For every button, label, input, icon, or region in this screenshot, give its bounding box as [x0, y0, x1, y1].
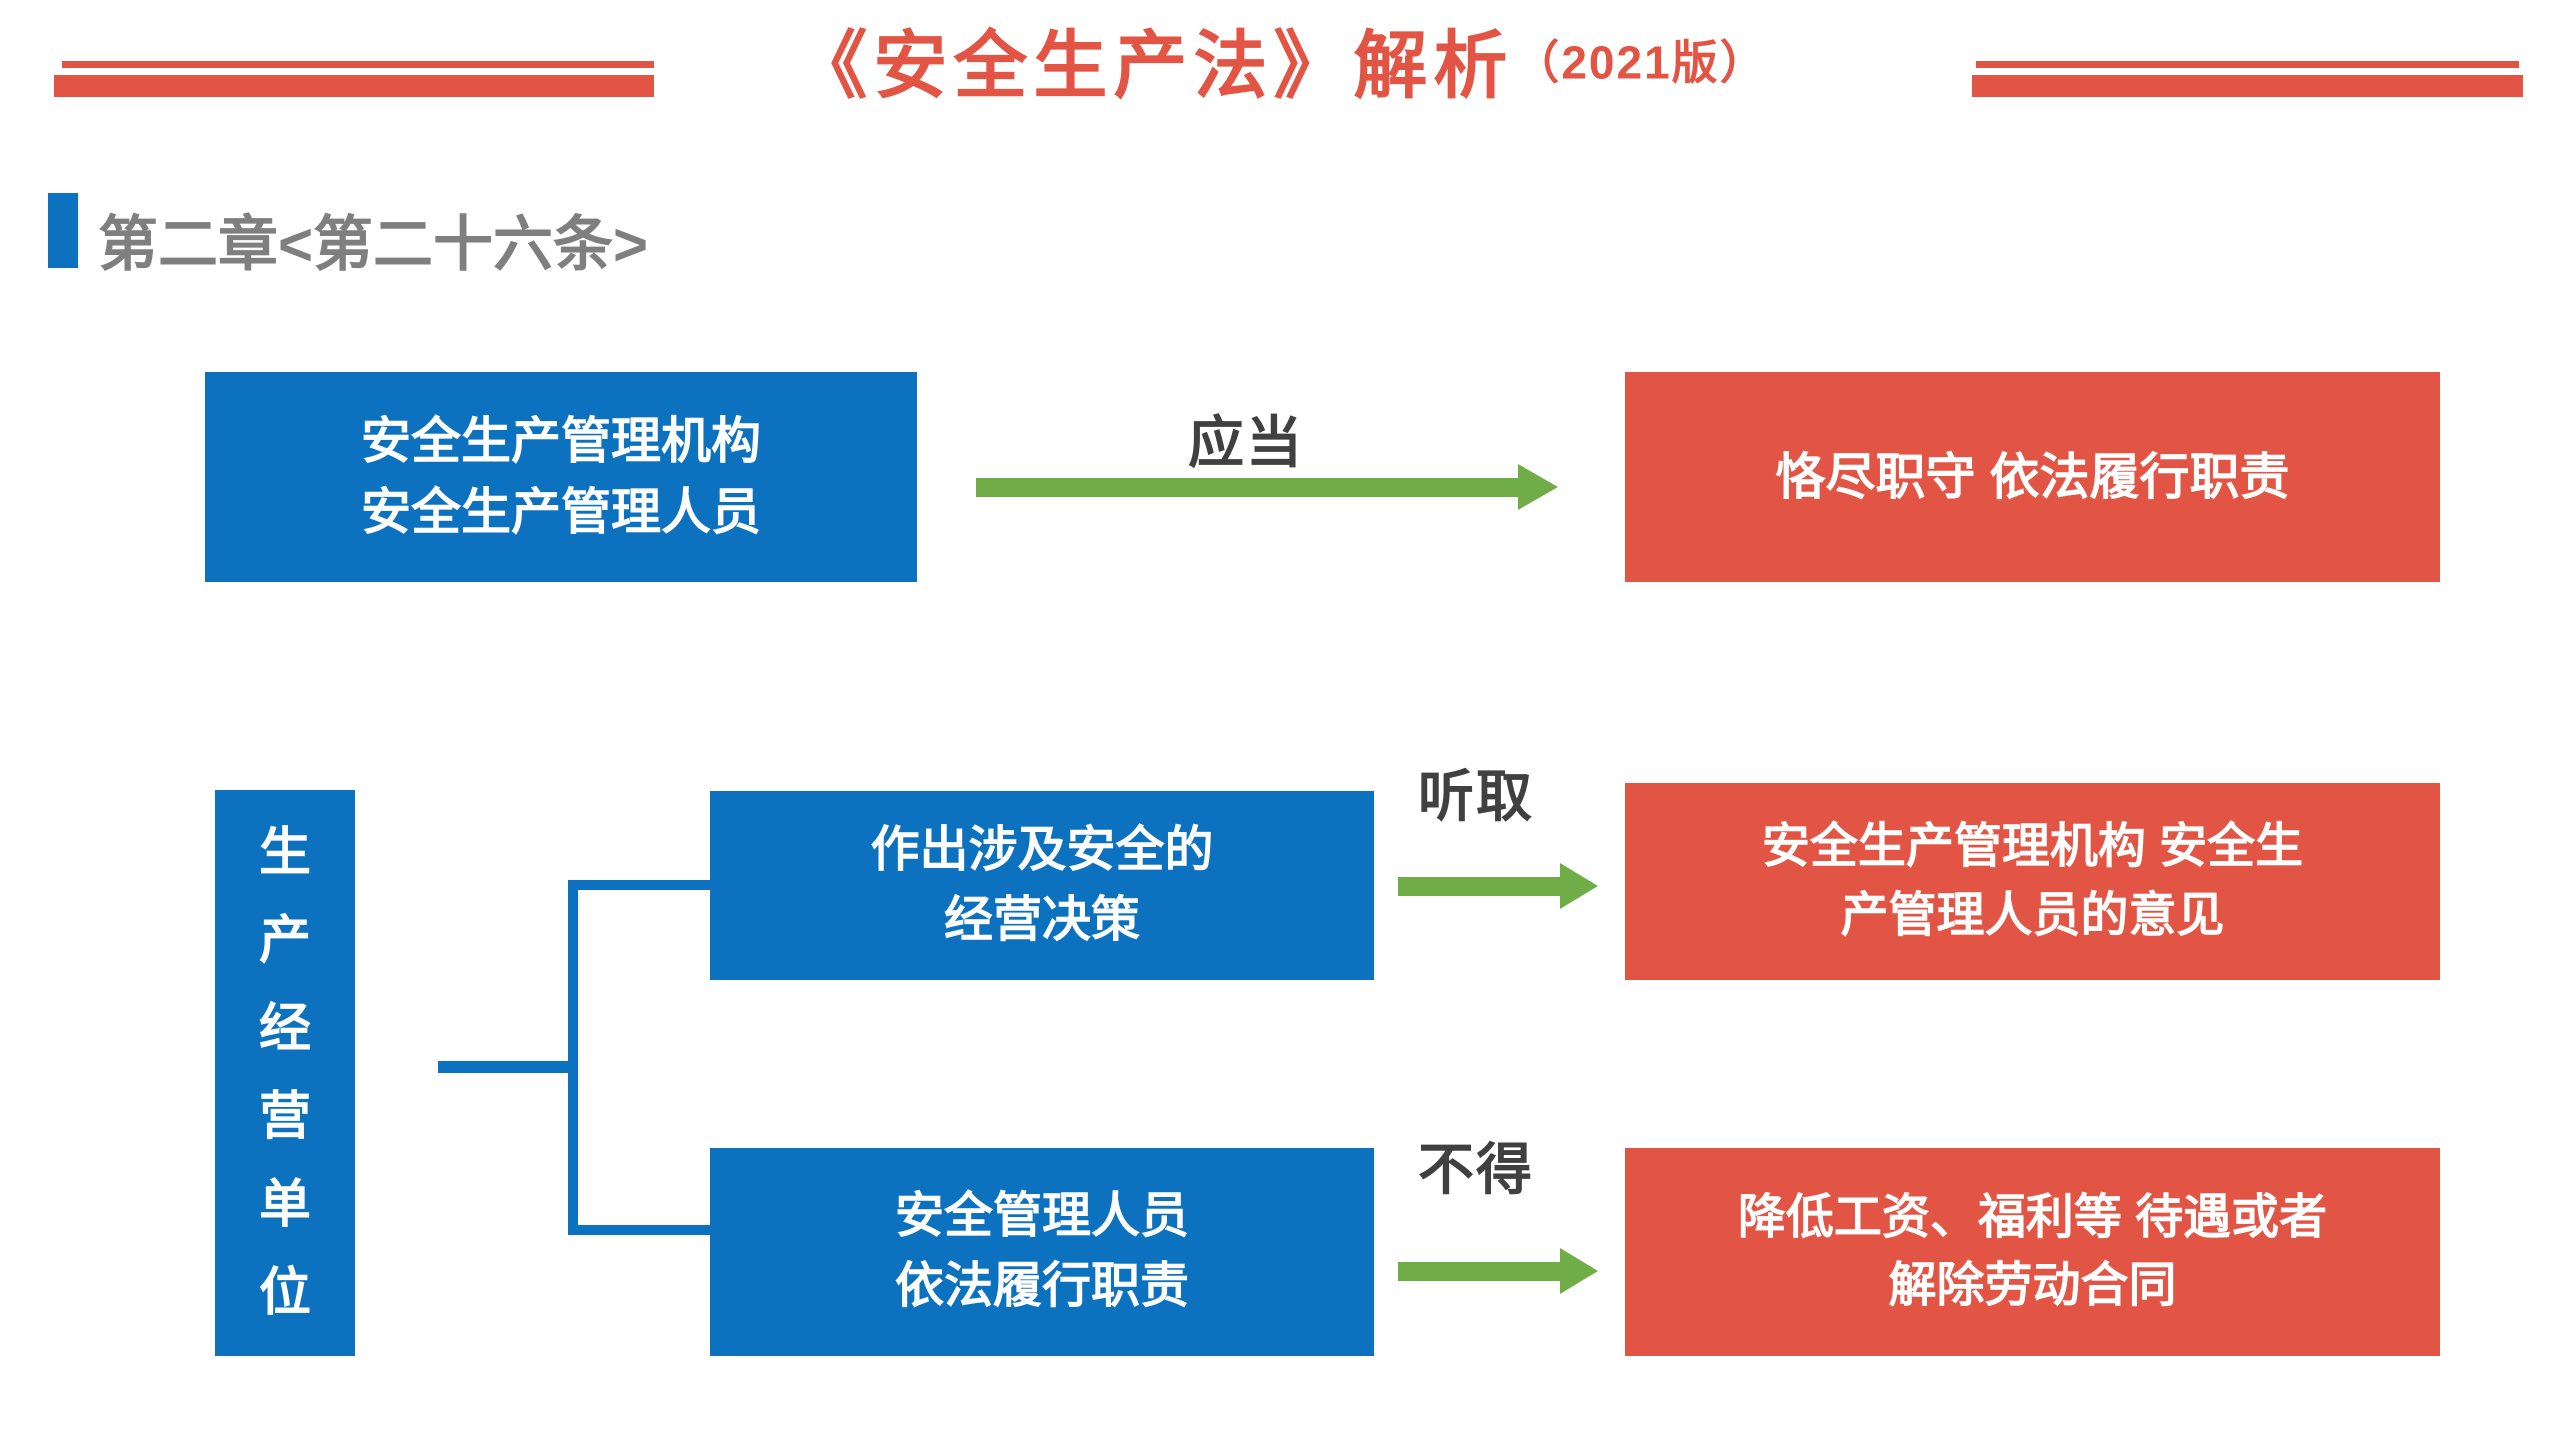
subject-char-1: 产: [258, 912, 311, 970]
row1-source-line2: 安全生产管理人员: [361, 484, 761, 540]
subject-char-2: 经: [258, 1000, 311, 1058]
connector-spine: [568, 880, 578, 1235]
subject-vertical-box: 生 产 经 营 单 位: [215, 790, 355, 1356]
row3-action-box: 安全管理人员 依法履行职责: [710, 1148, 1374, 1356]
subject-char-5: 位: [258, 1264, 311, 1322]
row1-target-box: 恪尽职守 依法履行职责: [1625, 372, 2440, 582]
row2-result-box: 安全生产管理机构 安全生 产管理人员的意见: [1625, 783, 2440, 980]
chapter-heading: 第二章<第二十六条>: [98, 211, 649, 278]
row3-action-line1: 安全管理人员: [894, 1189, 1189, 1244]
subject-char-3: 营: [258, 1088, 311, 1146]
row3-result-box: 降低工资、福利等 待遇或者 解除劳动合同: [1625, 1148, 2440, 1356]
row3-action-line2: 依法履行职责: [894, 1259, 1189, 1313]
page-title-main: 《安全生产法》: [793, 24, 1354, 107]
page-title-version: （2021版）: [1513, 36, 1768, 89]
chapter-accent-bar: [48, 193, 78, 268]
row3-arrow-shaft: [1398, 1262, 1566, 1281]
page-title-accent: 解析: [1353, 24, 1514, 107]
connector-branch-upper: [568, 880, 710, 890]
row2-arrow-label: 听取: [1418, 765, 1534, 828]
row2-action-line1: 作出涉及安全的: [870, 822, 1214, 877]
row1-source-box: 安全生产管理机构 安全生产管理人员: [205, 372, 917, 582]
connector-stem: [438, 1061, 578, 1073]
row2-arrow-shaft: [1398, 877, 1566, 896]
header-rule-right-thin: [1976, 61, 2519, 68]
row2-action-line2: 经营决策: [943, 892, 1140, 947]
row1-source-line1: 安全生产管理机构: [361, 413, 761, 469]
row1-arrow-shaft: [976, 478, 1524, 497]
header-rule-left-thin: [62, 61, 654, 68]
row2-result-line1: 安全生产管理机构 安全生: [1761, 820, 2304, 874]
header-rule-right-thick: [1972, 75, 2523, 97]
subject-char-0: 生: [258, 824, 311, 882]
row3-result-line2: 解除劳动合同: [1888, 1259, 2177, 1312]
header-rule-left-thick: [54, 75, 654, 97]
row1-arrow-label: 应当: [1188, 411, 1304, 474]
row3-arrow-label: 不得: [1418, 1138, 1534, 1201]
subject-char-4: 单: [258, 1176, 311, 1234]
row3-result-line1: 降低工资、福利等 待遇或者: [1737, 1190, 2328, 1244]
row1-target-line1: 恪尽职守 依法履行职责: [1775, 448, 2290, 505]
page-title: 《安全生产法》解析（2021版）: [0, 6, 2561, 113]
row3-arrow-head: [1560, 1248, 1598, 1294]
row2-action-box: 作出涉及安全的 经营决策: [710, 791, 1374, 980]
row2-arrow-head: [1560, 863, 1598, 909]
connector-branch-lower: [568, 1225, 710, 1235]
row2-result-line2: 产管理人员的意见: [1840, 888, 2225, 942]
row1-arrow-head: [1518, 464, 1558, 510]
